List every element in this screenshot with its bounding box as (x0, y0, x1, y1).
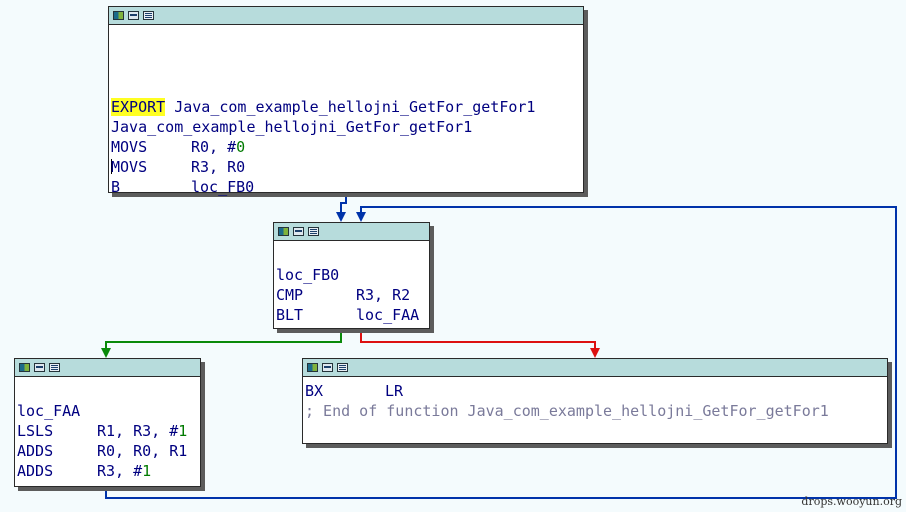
block-header[interactable] (274, 223, 429, 241)
asm-line-adds-r0[interactable]: ADDS R0, R0, R1 (17, 441, 198, 461)
immediate: 1 (142, 462, 152, 480)
group-nodes-icon[interactable] (128, 11, 139, 20)
text-view-icon[interactable] (49, 363, 60, 372)
branch-target[interactable]: loc_FAA (356, 306, 420, 324)
operands: R3, R0 (191, 158, 246, 176)
end-of-function-comment[interactable]: ; End of function Java_com_example_hello… (305, 402, 829, 420)
code-block-return[interactable]: BX LR ; End of function Java_com_example_… (302, 358, 888, 444)
edge-block2-true-to-block3[interactable] (101, 327, 342, 358)
text-view-icon[interactable] (308, 227, 319, 236)
asm-line-bx[interactable]: BX LR (305, 381, 885, 401)
mnemonic: ADDS (17, 462, 54, 480)
edge-block2-false-to-block4[interactable] (360, 327, 600, 358)
export-symbol[interactable]: Java_com_example_hellojni_GetFor_getFor1 (165, 98, 536, 116)
group-nodes-icon[interactable] (322, 363, 333, 372)
asm-line-cmp[interactable]: CMP R3, R2 (276, 285, 427, 305)
code-block-loop-condition[interactable]: loc_FB0 CMP R3, R2 BLT loc_FAA (273, 222, 430, 329)
block-label[interactable]: loc_FB0 (276, 266, 340, 284)
operands: R0, R0, R1 (97, 442, 188, 460)
set-color-icon[interactable] (19, 363, 30, 372)
block-header[interactable] (15, 359, 200, 377)
operands: R3, R2 (356, 286, 411, 304)
block-label[interactable]: loc_FAA (17, 402, 81, 420)
operands: R0, # (191, 138, 237, 156)
code-block-entry[interactable]: EXPORT Java_com_example_hellojni_GetFor_… (108, 6, 584, 196)
export-keyword: EXPORT (111, 98, 166, 116)
mnemonic: BX (305, 382, 324, 400)
operands: R1, R3, # (97, 422, 179, 440)
set-color-icon[interactable] (278, 227, 289, 236)
mnemonic: MOVS (111, 138, 148, 156)
mnemonic: ADDS (17, 442, 54, 460)
mnemonic: LSLS (17, 422, 54, 440)
group-nodes-icon[interactable] (293, 227, 304, 236)
branch-target[interactable]: loc_FB0 (191, 178, 255, 196)
operands: LR (385, 382, 404, 400)
immediate: 0 (236, 138, 246, 156)
text-cursor (111, 159, 112, 174)
edge-block3-loop-to-block2[interactable] (105, 206, 897, 499)
asm-line-blt[interactable]: BLT loc_FAA (276, 305, 427, 325)
block-header[interactable] (109, 7, 583, 25)
asm-line-lsls[interactable]: LSLS R1, R3, #1 (17, 421, 198, 441)
edge-block1-to-block2[interactable] (336, 192, 347, 222)
watermark: drops.wooyun.org (801, 495, 902, 508)
asm-line-movs-r0[interactable]: MOVS R0, #0 (111, 137, 581, 157)
operands: R3, # (97, 462, 143, 480)
set-color-icon[interactable] (113, 11, 124, 20)
export-line[interactable]: EXPORT Java_com_example_hellojni_GetFor_… (111, 97, 581, 117)
mnemonic: B (111, 178, 121, 196)
function-label[interactable]: Java_com_example_hellojni_GetFor_getFor1 (111, 118, 473, 136)
text-view-icon[interactable] (337, 363, 348, 372)
block-header[interactable] (303, 359, 887, 377)
text-view-icon[interactable] (143, 11, 154, 20)
set-color-icon[interactable] (307, 363, 318, 372)
mnemonic: CMP (276, 286, 304, 304)
group-nodes-icon[interactable] (34, 363, 45, 372)
mnemonic: MOVS (111, 158, 148, 176)
immediate: 1 (178, 422, 188, 440)
mnemonic: BLT (276, 306, 304, 324)
asm-line-adds-r3[interactable]: ADDS R3, #1 (17, 461, 198, 481)
asm-line-movs-r3[interactable]: MOVS R3, R0 (111, 157, 581, 177)
